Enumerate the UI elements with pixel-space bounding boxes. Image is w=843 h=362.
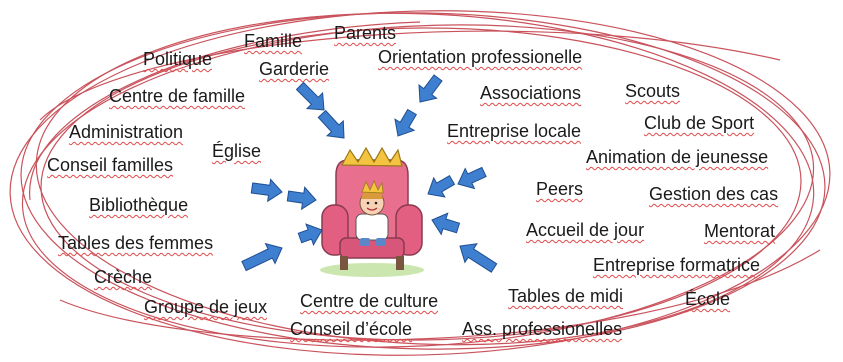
label-mentorat: Mentorat	[704, 221, 776, 241]
label-centre-de-famille: Centre de famille	[109, 86, 246, 106]
blue-arrow-icon	[250, 178, 283, 203]
label-associations: Associations	[480, 83, 582, 103]
label-club-de-sport: Club de Sport	[644, 113, 755, 133]
child-on-throne-icon	[320, 146, 424, 277]
label-administration: Administration	[69, 122, 184, 142]
label-orientation-professionelle: Orientation professionelle	[378, 47, 583, 67]
blue-arrow-icon	[427, 175, 456, 198]
blue-arrow-icon	[297, 223, 323, 246]
label-garderie: Garderie	[259, 59, 330, 79]
blue-arrow-icon	[394, 108, 417, 137]
blue-arrow-icon	[431, 212, 461, 236]
blue-arrow-icon	[295, 81, 325, 111]
blue-arrow-icon	[457, 166, 487, 190]
label-groupe-de-jeux: Groupe de jeux	[144, 297, 268, 317]
blue-arrow-icon	[241, 242, 283, 272]
blue-arrow-icon	[286, 186, 317, 211]
label-accueil-de-jour: Accueil de jour	[526, 220, 645, 240]
label-tables-de-midi: Tables de midi	[508, 286, 624, 306]
label-centre-de-culture: Centre de culture	[300, 291, 439, 311]
label-tables-des-femmes: Tables des femmes	[58, 233, 214, 253]
label-politique: Politique	[143, 49, 213, 69]
label-parents: Parents	[334, 23, 397, 43]
label-famille: Famille	[244, 31, 303, 51]
label-gestion-des-cas: Gestion des cas	[649, 184, 779, 204]
scribble-outline	[9, 10, 831, 356]
blue-arrow-icon	[317, 109, 345, 139]
blue-arrow-icon	[418, 74, 443, 103]
label-entreprise-locale: Entreprise locale	[447, 121, 582, 141]
blue-arrow-icon	[459, 243, 498, 273]
label-bibliotheque: Bibliothèque	[89, 195, 189, 215]
label-ass-professionelles: Ass. professionelles	[462, 319, 623, 339]
label-eglise: Église	[212, 141, 262, 161]
label-ecole: École	[685, 289, 731, 309]
label-peers: Peers	[536, 179, 584, 199]
label-scouts: Scouts	[625, 81, 681, 101]
label-animation-de-jeunesse: Animation de jeunesse	[586, 147, 769, 167]
label-conseil-d-ecole: Conseil d’école	[290, 319, 413, 339]
label-entreprise-formatrice: Entreprise formatrice	[593, 255, 761, 275]
label-conseil-familles: Conseil familles	[47, 155, 174, 175]
label-creche: Crèche	[94, 267, 153, 287]
